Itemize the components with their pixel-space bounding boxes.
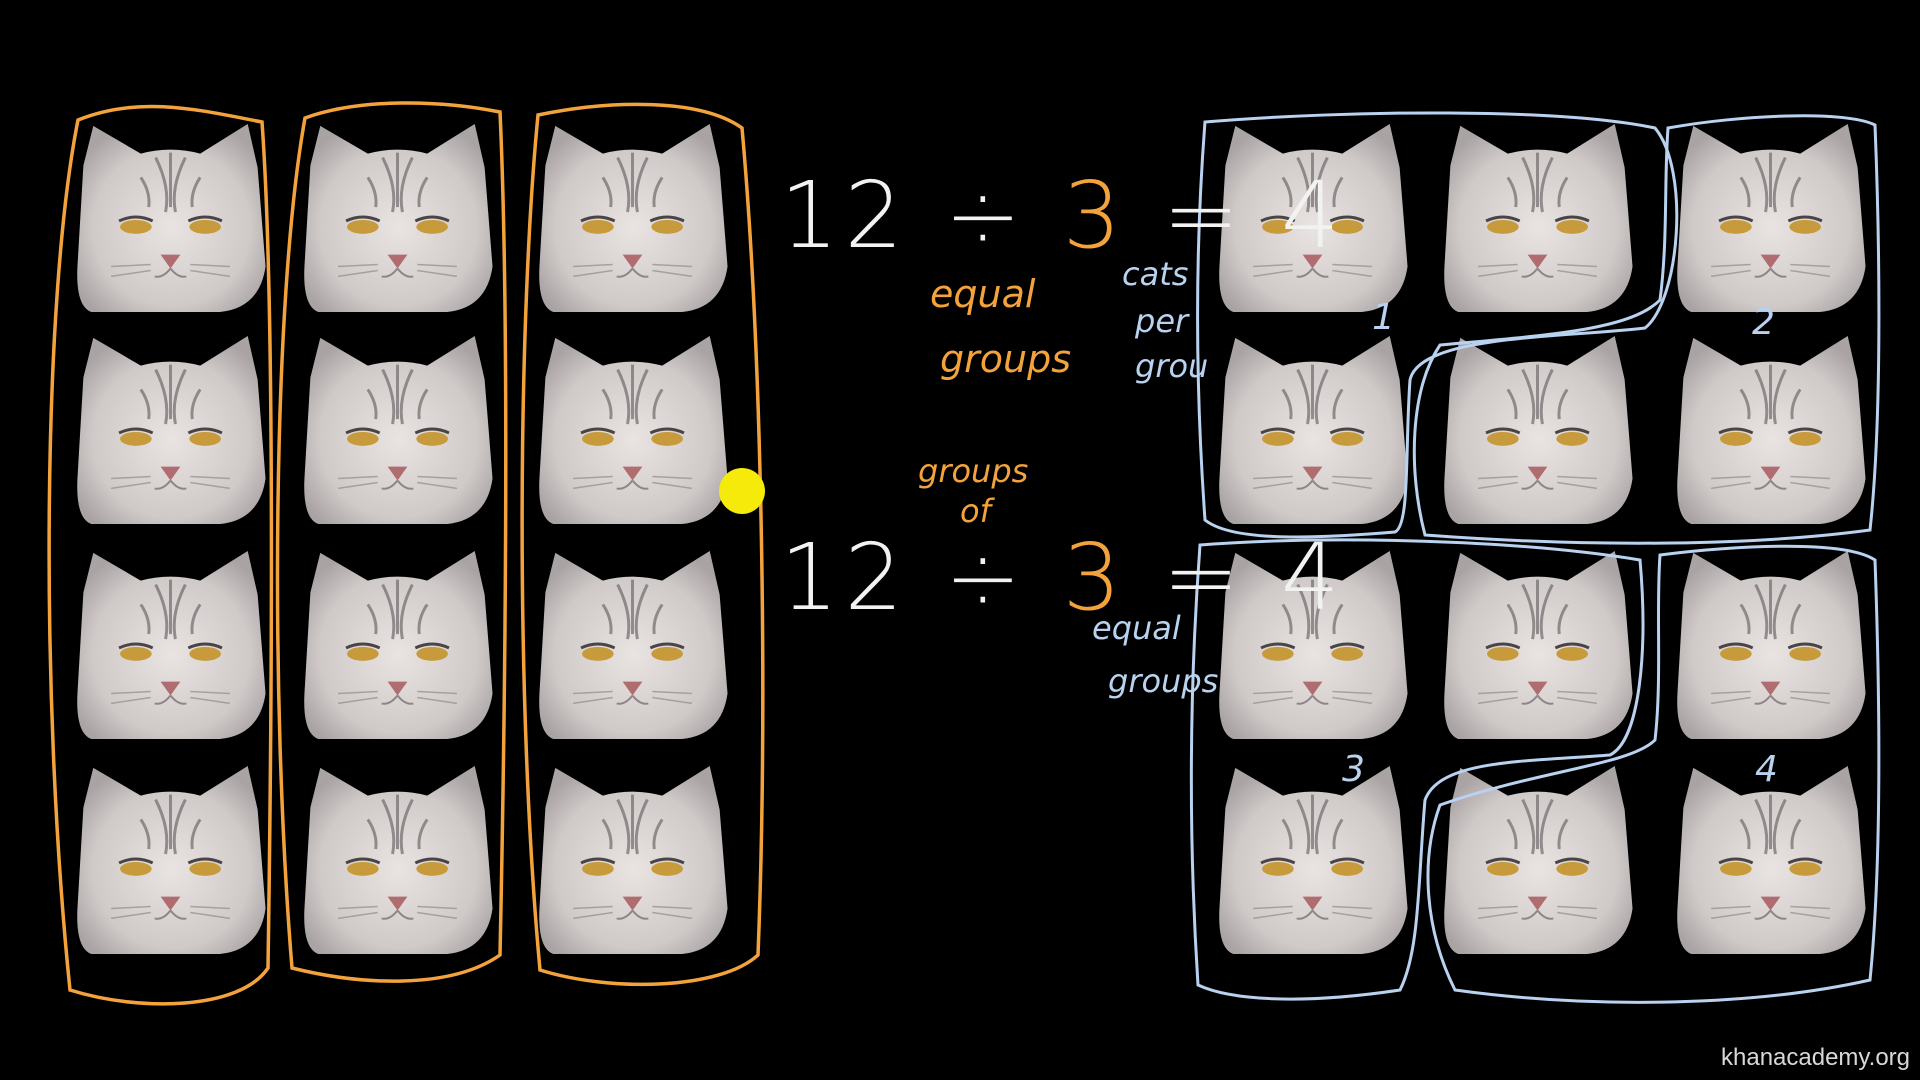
cat-face-icon bbox=[1435, 545, 1640, 743]
eq2-dividend: 12 bbox=[780, 524, 910, 631]
eq2-sign: ÷ bbox=[944, 524, 1028, 631]
cat-face-icon bbox=[1435, 330, 1640, 528]
watermark: khanacademy.org bbox=[1721, 1044, 1910, 1071]
cat-face-icon bbox=[530, 760, 735, 958]
cat-face-icon bbox=[68, 545, 273, 743]
group-number-2: 2 bbox=[1752, 302, 1775, 343]
eq1-sign: ÷ bbox=[944, 162, 1028, 269]
group-number-3: 3 bbox=[1342, 749, 1365, 790]
group-number-1: 1 bbox=[1372, 297, 1395, 338]
cat-face-icon bbox=[1435, 118, 1640, 316]
cat-face-icon bbox=[1435, 760, 1640, 958]
eq2-equals: = bbox=[1162, 524, 1246, 631]
cat-face-icon bbox=[1668, 330, 1873, 528]
cat-face-icon bbox=[68, 118, 273, 316]
cat-face-icon bbox=[295, 118, 500, 316]
cat-face-icon bbox=[68, 330, 273, 528]
cat-face-icon bbox=[530, 118, 735, 316]
equation-bottom: 12 ÷ 3 = 4 bbox=[780, 532, 1345, 624]
label-grou: grou bbox=[1135, 347, 1209, 385]
label-groups: groups bbox=[940, 337, 1071, 381]
cat-face-icon bbox=[1668, 545, 1873, 743]
cat-face-icon bbox=[1210, 330, 1415, 528]
cat-face-icon bbox=[295, 330, 500, 528]
cat-face-icon bbox=[530, 545, 735, 743]
eq2-quotient: 4 bbox=[1280, 524, 1346, 631]
eq1-dividend: 12 bbox=[780, 162, 910, 269]
cat-face-icon bbox=[1210, 760, 1415, 958]
cat-face-icon bbox=[530, 330, 735, 528]
label-cats: cats bbox=[1122, 255, 1189, 293]
eq1-divisor: 3 bbox=[1062, 162, 1128, 269]
eq1-quotient: 4 bbox=[1280, 162, 1346, 269]
cat-face-icon bbox=[295, 760, 500, 958]
label-groups-of-2: of bbox=[960, 492, 991, 530]
eq2-divisor: 3 bbox=[1062, 524, 1128, 631]
equation-top: 12 ÷ 3 = 4 bbox=[780, 170, 1345, 262]
cat-face-icon bbox=[68, 760, 273, 958]
label-per: per bbox=[1135, 302, 1189, 340]
label-groups-2: groups bbox=[1108, 662, 1219, 700]
label-equal-2: equal bbox=[1092, 609, 1181, 647]
group-number-4: 4 bbox=[1755, 749, 1778, 790]
cat-face-icon bbox=[1668, 118, 1873, 316]
eq1-equals: = bbox=[1162, 162, 1246, 269]
label-equal: equal bbox=[930, 272, 1036, 316]
label-groups-of-1: groups bbox=[918, 452, 1029, 490]
cursor-dot bbox=[719, 468, 765, 514]
cat-face-icon bbox=[295, 545, 500, 743]
